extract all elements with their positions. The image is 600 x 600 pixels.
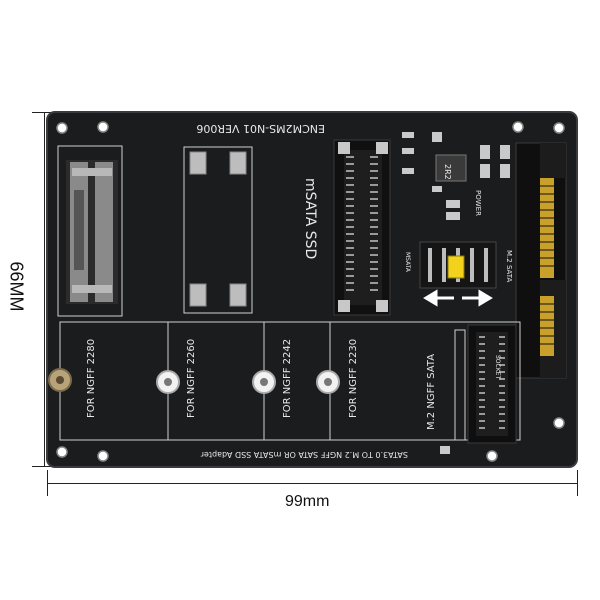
width-dimension-tick-left bbox=[47, 470, 48, 496]
sata-connector bbox=[515, 142, 567, 379]
m2-label-box bbox=[454, 329, 466, 441]
power-label: POWER bbox=[474, 190, 482, 216]
ngff-2260-label: FOR NGFF 2260 bbox=[186, 339, 197, 418]
m2-slot-label: M.2 NGFF SATA bbox=[426, 354, 437, 430]
mode-switch-header bbox=[419, 241, 497, 289]
jumper-switch bbox=[447, 255, 465, 279]
version-text: ENCM2MS-N01 VER006 bbox=[196, 122, 325, 135]
msata-small-label: MSATA bbox=[404, 252, 411, 273]
ngff-2242-label: FOR NGFF 2242 bbox=[282, 339, 293, 418]
small-led bbox=[440, 446, 450, 454]
m2-connector bbox=[467, 324, 517, 444]
width-dimension-tick-right bbox=[577, 470, 578, 496]
height-dimension-line bbox=[44, 112, 45, 467]
ngff-2230-label: FOR NGFF 2230 bbox=[348, 339, 359, 418]
latch-mechanism bbox=[66, 160, 118, 304]
width-dimension-label: 99mm bbox=[285, 493, 330, 510]
width-dimension-line bbox=[47, 483, 577, 484]
m2-sata-label: M.2 SATA bbox=[505, 250, 513, 282]
standoffs bbox=[48, 368, 340, 394]
mounting-holes bbox=[56, 121, 565, 462]
height-dimension-tick-top bbox=[32, 112, 58, 113]
smd-components bbox=[402, 132, 510, 220]
bottom-description: SATA3.0 TO M.2 NGFF SATA OR mSATA SSD Ad… bbox=[200, 450, 408, 459]
chip-label: 2R2 bbox=[443, 164, 452, 180]
inductor-chip bbox=[435, 154, 467, 182]
msata-connector bbox=[333, 139, 391, 316]
ngff-2280-label: FOR NGFF 2280 bbox=[86, 339, 97, 418]
socket-label: SOCKET bbox=[494, 355, 501, 379]
msata-label: mSATA SSD bbox=[302, 178, 318, 259]
height-dimension-tick-bottom bbox=[32, 466, 58, 467]
smd-pads bbox=[189, 151, 247, 307]
latch-box-left bbox=[57, 145, 123, 317]
pcb-board bbox=[46, 111, 578, 468]
direction-arrows bbox=[423, 289, 493, 307]
latch-box-middle bbox=[183, 146, 253, 314]
